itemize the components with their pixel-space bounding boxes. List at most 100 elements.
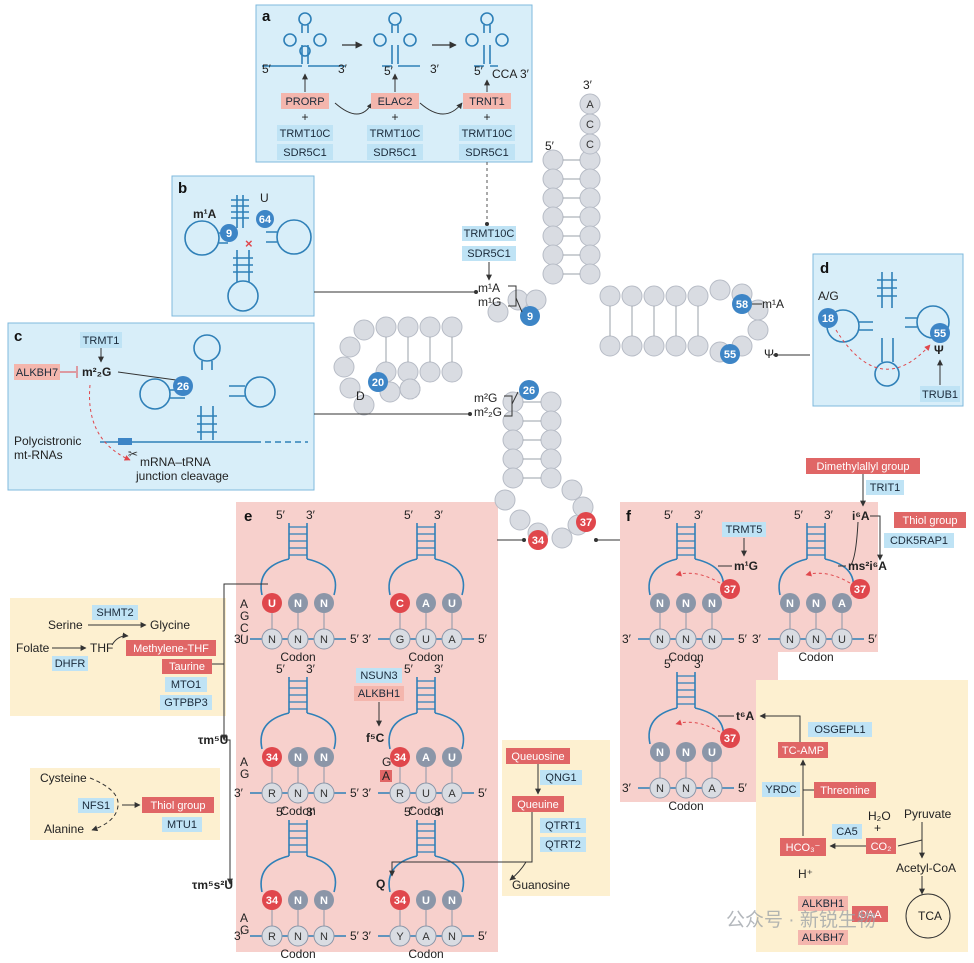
nucleotide-bead bbox=[709, 279, 731, 301]
nucleotide-bead bbox=[540, 448, 562, 470]
q-guanosine-arrow bbox=[509, 861, 527, 881]
fol-dhfr: DHFR bbox=[55, 658, 86, 670]
codon-five: 5′ bbox=[350, 632, 360, 646]
codon-letter: R bbox=[268, 931, 276, 943]
t-pyr-co2 bbox=[897, 839, 923, 847]
f-link-dot bbox=[594, 538, 598, 542]
q-qtrt2: QTRT2 bbox=[545, 839, 581, 851]
cys-alanine: Alanine bbox=[44, 822, 84, 836]
f-thiol-route bbox=[870, 515, 883, 561]
anticodon-letter: N bbox=[320, 752, 328, 764]
d-trub1-chip bbox=[920, 386, 960, 402]
trna-three: 3′ bbox=[583, 78, 593, 92]
q-qtrt1-chip bbox=[540, 818, 586, 833]
codon-nt bbox=[261, 628, 283, 650]
f-dimethylallyl: Dimethylallyl group bbox=[817, 461, 910, 473]
anticodon-nt bbox=[314, 747, 334, 767]
nucleotide-bead bbox=[665, 335, 687, 357]
codon-letter: A bbox=[448, 634, 456, 646]
codon-label: Codon bbox=[280, 947, 315, 958]
e-route-2 bbox=[224, 739, 233, 885]
codon-nt bbox=[313, 782, 335, 804]
codon-letter: N bbox=[268, 634, 276, 646]
codon-letter: N bbox=[656, 783, 664, 795]
loop-five: 5′ bbox=[664, 508, 674, 522]
codon-letter: R bbox=[396, 788, 404, 800]
codon-nt bbox=[415, 782, 437, 804]
t-tcamp-arrow bbox=[759, 713, 801, 742]
nucleotide-bead bbox=[621, 335, 643, 357]
nucleotide-bead bbox=[579, 206, 601, 228]
nucleotide-bead bbox=[333, 356, 355, 378]
fol-taurine: Taurine bbox=[169, 661, 205, 673]
d-ag: A/G bbox=[818, 289, 839, 303]
nucleotide-bead bbox=[579, 263, 601, 285]
codon-nt bbox=[675, 777, 697, 799]
t-acetyl: Acetyl-CoA bbox=[896, 861, 956, 875]
nucleotide-bead bbox=[339, 377, 361, 399]
f-red-arrow bbox=[675, 570, 721, 584]
pos9-marker bbox=[520, 306, 540, 326]
panel-a-enzymes: PRORP+TRMT10CSDR5C1ELAC2+TRMT10CSDR5C1TR… bbox=[277, 93, 515, 160]
nucleotide-bead bbox=[441, 316, 463, 338]
center-sdr5c1-chip bbox=[462, 246, 516, 261]
nucleotide-bead bbox=[643, 335, 665, 357]
d-link-dot bbox=[774, 353, 778, 357]
codon-letter: N bbox=[708, 634, 716, 646]
anticodon-letter: U bbox=[448, 598, 456, 610]
anticodon-nt bbox=[262, 890, 282, 910]
codon-three: 3′ bbox=[622, 632, 632, 646]
cys-nfs1-chip bbox=[78, 798, 114, 813]
nucleotide-bead bbox=[502, 467, 524, 489]
nucleotide-bead bbox=[561, 479, 583, 501]
t-alkbh1: ALKBH1 bbox=[802, 898, 844, 910]
nucleotide-bead bbox=[542, 206, 564, 228]
t-threonine-chip bbox=[814, 782, 876, 798]
t-tcamp: TC-AMP bbox=[782, 745, 824, 757]
e-tm5s2u: τm⁵s²U bbox=[192, 878, 233, 892]
cys-thiol: Thiol group bbox=[150, 800, 205, 812]
a-five-3: 5′ bbox=[474, 64, 484, 78]
t-co2: CO₂ bbox=[871, 841, 892, 853]
f-trit1-chip bbox=[866, 480, 904, 495]
nucleotide-bead bbox=[540, 467, 562, 489]
center-bracket-link bbox=[515, 297, 523, 313]
t-osgepl1-chip bbox=[808, 722, 872, 737]
nucleotide-bead bbox=[540, 410, 562, 432]
d-pos55 bbox=[930, 323, 950, 343]
anticodon-letter: N bbox=[812, 598, 820, 610]
pos58-marker bbox=[732, 294, 752, 314]
codon-letter: U bbox=[422, 788, 430, 800]
panel-letter-a: a bbox=[262, 8, 271, 25]
loop-three: 3′ bbox=[694, 508, 704, 522]
scissors-icon: ✂ bbox=[128, 447, 138, 461]
codon-nt bbox=[831, 628, 853, 650]
nucleotide-bead bbox=[540, 391, 562, 413]
anticodon-nt bbox=[650, 593, 670, 613]
center-m1a-58: m¹A bbox=[762, 297, 784, 311]
a-enzyme-label: TRNT1 bbox=[469, 96, 504, 108]
fol-glycine: Glycine bbox=[150, 618, 190, 632]
fol-methylene-chip bbox=[126, 640, 216, 656]
anticodon-nt bbox=[676, 742, 696, 762]
q-qng1: QNG1 bbox=[545, 772, 576, 784]
anticodon-nt bbox=[314, 593, 334, 613]
mini-trna-2 bbox=[373, 12, 420, 67]
codon-label: Codon bbox=[280, 804, 315, 818]
nucleotide-bead bbox=[579, 225, 601, 247]
nucleotide-bead bbox=[551, 527, 573, 549]
watermark: 公众号 · 新锐生物 bbox=[726, 909, 876, 931]
b-pos64-label: 64 bbox=[259, 214, 272, 226]
center-d: D bbox=[356, 389, 365, 403]
center-trmt10c-chip bbox=[462, 226, 516, 241]
cys-mtu1: MTU1 bbox=[167, 819, 197, 831]
nucleotide-bead bbox=[747, 319, 769, 341]
cca-letter: C bbox=[586, 139, 594, 151]
e-wobble-a: A bbox=[240, 597, 248, 611]
codon-letter: R bbox=[268, 788, 276, 800]
anticodon-letter: N bbox=[320, 895, 328, 907]
t-h2o: H₂O bbox=[868, 809, 891, 823]
